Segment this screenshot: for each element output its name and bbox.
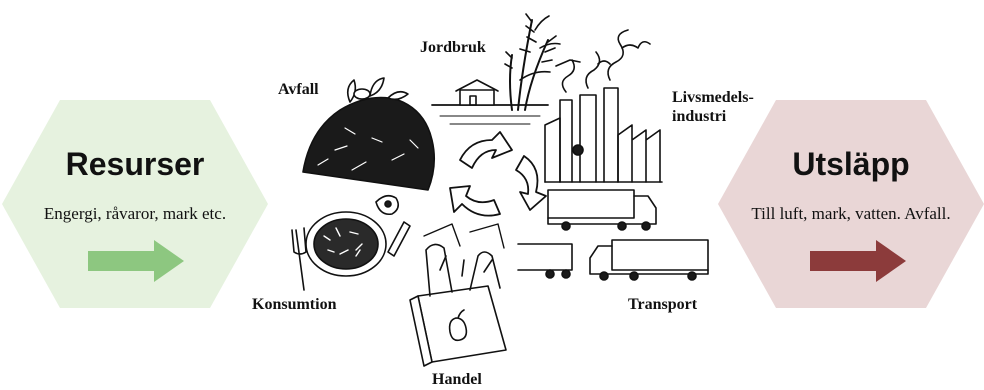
stage-label-avfall: Avfall	[278, 80, 319, 99]
stage-label-livsmedel-line2: industri	[672, 107, 754, 126]
stage-label-transport: Transport	[628, 295, 697, 314]
factory-icon	[545, 30, 662, 182]
truck-icon	[518, 240, 708, 280]
recycle-arrows-icon	[450, 132, 546, 216]
wheat-farm-icon	[432, 14, 580, 124]
stage-label-jordbruk: Jordbruk	[420, 38, 486, 57]
compost-heap-icon	[303, 78, 434, 190]
shopping-bag-icon	[410, 224, 506, 366]
stage-label-livsmedel-line1: Livsmedels-	[672, 88, 754, 107]
stage-label-livsmedel: Livsmedels- industri	[672, 88, 754, 126]
stage-label-handel: Handel	[432, 370, 482, 389]
stage-label-konsumtion: Konsumtion	[252, 295, 336, 314]
food-plate-icon	[292, 196, 410, 290]
truck-icon	[548, 190, 656, 230]
